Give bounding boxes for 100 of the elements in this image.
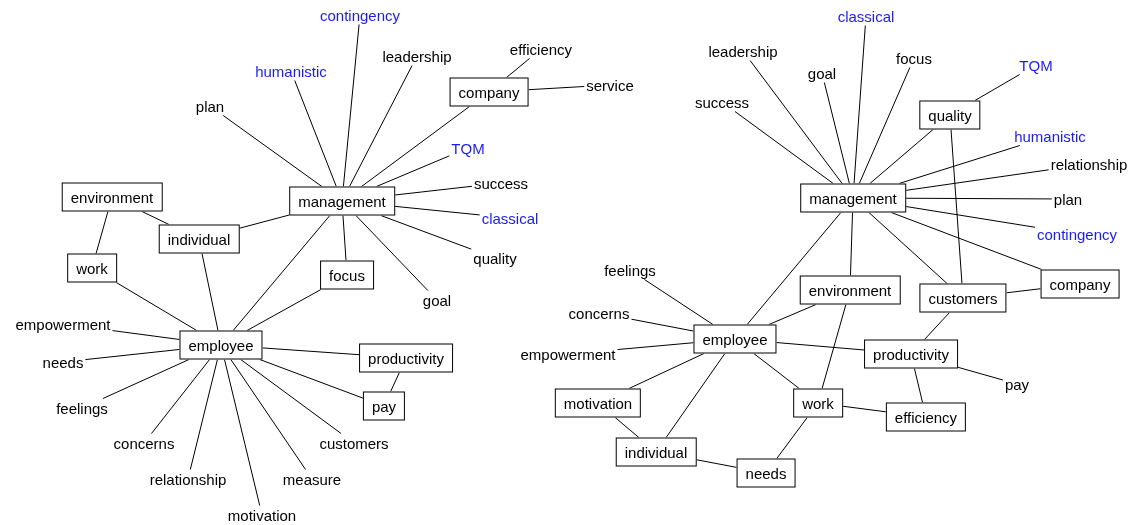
- connector-line: [853, 25, 866, 184]
- connector-line: [753, 353, 800, 389]
- concept-label: measure: [280, 469, 344, 489]
- connector-line: [905, 197, 1053, 200]
- concept-box: customers: [919, 283, 1007, 313]
- connector-line: [232, 215, 331, 331]
- connector-line: [768, 304, 817, 325]
- concept-label: needs: [40, 352, 86, 372]
- concept-label: concerns: [566, 303, 632, 323]
- connector-line: [390, 372, 400, 392]
- connector-line: [246, 289, 322, 331]
- connector-line: [84, 348, 180, 361]
- connector-line: [849, 212, 854, 276]
- concept-label: success: [692, 92, 752, 112]
- connector-line: [222, 115, 323, 187]
- connector-line: [394, 185, 473, 196]
- connector-line: [734, 111, 834, 184]
- concept-box: environment: [61, 182, 163, 212]
- concept-label: pay: [1002, 374, 1032, 394]
- connector-line: [361, 106, 470, 187]
- connector-line: [695, 459, 738, 468]
- connector-line: [630, 318, 694, 332]
- concept-label: relationship: [1048, 154, 1130, 174]
- concept-box: needs: [736, 458, 796, 488]
- connector-line: [923, 312, 951, 340]
- connector-line: [150, 359, 211, 434]
- concept-box: efficiency: [885, 402, 967, 432]
- concept-box: individual: [158, 224, 240, 254]
- concept-label: empowerment: [518, 344, 618, 364]
- connector-line: [858, 67, 911, 184]
- concept-label: concerns: [111, 433, 177, 453]
- connector-line: [905, 206, 1036, 228]
- concept-label: relationship: [147, 469, 229, 489]
- concept-label: customers: [317, 433, 391, 453]
- concept-label: contingency: [317, 5, 403, 25]
- connector-line: [869, 129, 934, 184]
- concept-label: TQM: [449, 138, 487, 158]
- connector-line: [506, 58, 530, 78]
- connector-line: [776, 417, 808, 459]
- concept-label: leadership: [380, 46, 454, 66]
- concept-label: classical: [835, 6, 897, 26]
- connector-line: [628, 353, 705, 389]
- connector-line: [189, 359, 218, 470]
- concept-box: employee: [179, 330, 263, 360]
- connector-line: [141, 211, 170, 225]
- connector-line: [201, 253, 219, 331]
- concept-label: goal: [805, 63, 839, 83]
- concept-label: goal: [420, 290, 454, 310]
- connector-line: [259, 359, 364, 399]
- concept-box: environment: [799, 275, 901, 305]
- concept-box: work: [793, 388, 843, 418]
- concept-box: individual: [615, 437, 697, 467]
- concept-label: contingency: [1034, 224, 1120, 244]
- connector-line: [355, 215, 429, 291]
- connector-line: [230, 359, 307, 470]
- connector-line: [905, 169, 1050, 191]
- concept-label: classical: [479, 208, 541, 228]
- concept-box: productivity: [864, 339, 958, 369]
- concept-box: company: [1040, 269, 1120, 299]
- concept-label: leadership: [706, 41, 780, 61]
- concept-label: humanistic: [1012, 126, 1088, 146]
- concept-label: motivation: [225, 505, 299, 525]
- connector-line: [821, 304, 847, 389]
- connector-line: [394, 205, 481, 216]
- connector-line: [95, 211, 109, 254]
- concept-box: productivity: [359, 343, 453, 373]
- connector-line: [342, 215, 347, 261]
- connector-line: [898, 145, 1021, 184]
- connector-line: [746, 212, 842, 325]
- concept-label: success: [471, 173, 531, 193]
- connector-line: [527, 86, 585, 91]
- connector-line: [950, 129, 963, 284]
- connector-line: [957, 366, 1004, 381]
- concept-label: empowerment: [13, 314, 113, 334]
- connector-line: [913, 368, 924, 403]
- connector-line: [749, 60, 843, 184]
- connector-line: [240, 359, 342, 434]
- connector-line: [112, 330, 180, 340]
- concept-label: plan: [1051, 189, 1085, 209]
- concept-box: focus: [320, 260, 374, 290]
- connector-line: [342, 24, 360, 187]
- connector-line: [294, 80, 337, 187]
- concept-label: efficiency: [507, 39, 575, 59]
- concept-label: plan: [193, 96, 227, 116]
- connector-line: [665, 353, 726, 438]
- concept-box: company: [449, 77, 529, 107]
- connector-line: [375, 155, 450, 187]
- concept-label: quality: [471, 248, 519, 268]
- concept-box: pay: [362, 391, 406, 421]
- connector-line: [868, 212, 948, 284]
- connector-line: [823, 82, 850, 184]
- concept-box: work: [67, 253, 117, 283]
- connector-line: [643, 279, 714, 325]
- concept-box: management: [289, 186, 395, 216]
- connector-line: [262, 347, 360, 356]
- connector-line: [617, 342, 694, 351]
- concept-label: focus: [894, 48, 934, 68]
- connector-line: [115, 282, 198, 331]
- connector-line: [842, 405, 887, 413]
- concept-label: humanistic: [253, 61, 329, 81]
